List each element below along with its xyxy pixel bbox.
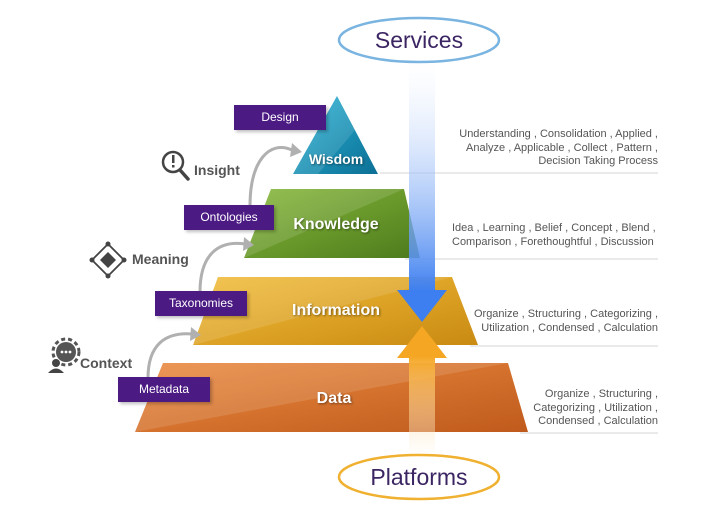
knowledge-level	[244, 189, 420, 258]
gear-person-icon	[48, 337, 81, 373]
ontologies-tag: Ontologies	[184, 205, 274, 230]
information-label: Information	[292, 302, 380, 319]
platforms-ellipse	[337, 453, 501, 501]
wisdom-level	[293, 96, 378, 174]
wisdom-description: Understanding , Consolidation , Applied …	[459, 128, 658, 167]
design-tag: Design	[234, 105, 326, 130]
services-label: Services	[374, 27, 464, 53]
data-description: Organize , Structuring , Categorizing , …	[533, 388, 658, 427]
meaning-label: Meaning	[132, 251, 189, 267]
knowledge-label: Knowledge	[293, 216, 379, 233]
insight-label: Insight	[194, 162, 240, 178]
information-description: Organize , Structuring , Categorizing , …	[473, 308, 658, 334]
data-label: Data	[316, 390, 352, 407]
wisdom-label: Wisdom	[308, 151, 364, 167]
services-ellipse	[337, 16, 501, 64]
services-arrow	[397, 62, 447, 322]
platforms-arrow	[397, 326, 447, 460]
metadata-tag: Metadata	[118, 377, 210, 402]
taxonomies-tag: Taxonomies	[155, 291, 247, 316]
platforms-label: Platforms	[370, 464, 468, 490]
context-label: Context	[80, 355, 133, 371]
magnifier-exclamation-icon	[161, 150, 190, 181]
connector-arrowheads	[190, 143, 302, 341]
connector-curves	[146, 146, 293, 379]
knowledge-description: Idea , Learning , Belief , Concept , Ble…	[452, 222, 656, 248]
diamond-nodes-icon	[89, 241, 127, 279]
